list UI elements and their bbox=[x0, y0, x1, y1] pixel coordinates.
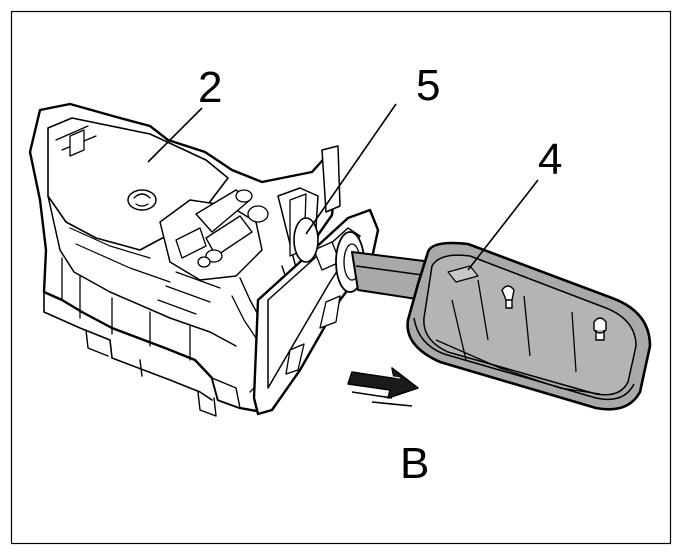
leader-line-2 bbox=[147, 107, 203, 163]
leader-line-4 bbox=[467, 179, 539, 271]
unlock-button-icon bbox=[501, 285, 515, 309]
callout-part-5: 5 bbox=[416, 61, 440, 110]
lock-button-icon bbox=[593, 317, 607, 341]
callout-direction-b: B bbox=[400, 439, 429, 488]
remote-key-fob bbox=[406, 241, 652, 411]
callout-part-4: 4 bbox=[538, 135, 562, 184]
leader-lines bbox=[147, 103, 539, 271]
leader-line-5 bbox=[305, 103, 397, 235]
callout-part-2: 2 bbox=[198, 63, 222, 112]
direction-arrow-icon bbox=[347, 367, 419, 407]
